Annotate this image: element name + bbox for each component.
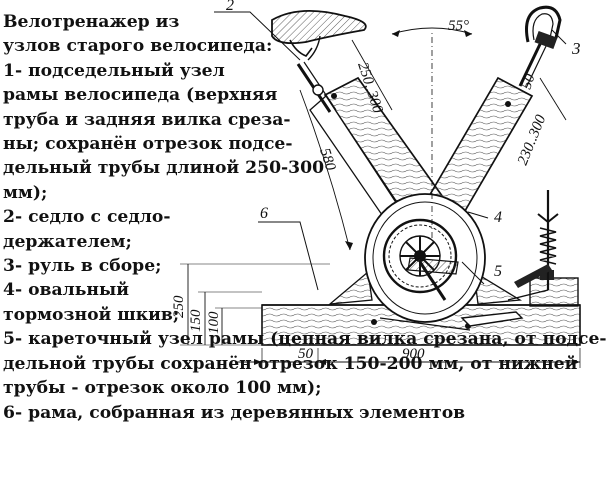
dim-angle-55: 55° [448, 18, 469, 34]
chainring [382, 218, 458, 294]
caption-line: мм); [3, 182, 48, 203]
caption-line: труба и задняя вилка среза- [3, 109, 291, 130]
part-label-2: 2 [226, 0, 234, 14]
saddle [271, 9, 367, 61]
dim-580: 580 [316, 146, 338, 173]
arc-dimension-580: 580 [299, 89, 353, 251]
caption-line: 6- рама, собранная из деревянных элемент… [3, 402, 466, 423]
dim-250: 250 [171, 295, 187, 318]
handlebar [525, 5, 562, 50]
legend-caption: Велотренажер из узлов старого велосипеда… [3, 10, 607, 425]
part-label-3: 3 [571, 39, 581, 58]
part-label-5: 5 [494, 263, 502, 280]
dim-50: 50 [519, 72, 539, 92]
part-leaders [214, 11, 567, 291]
caption-line: тормозной шкив; [3, 304, 180, 325]
length-dimensions: 50 900 [236, 346, 581, 368]
brake-lever [460, 289, 549, 327]
caption-line: дельной трубы сохранён отрезок 150-200 м… [3, 353, 578, 374]
dim-50-base: 50 [298, 346, 314, 362]
caption-line: 1- подседельный узел [3, 60, 225, 81]
caption-line: держателем; [3, 231, 132, 252]
dim-100: 100 [206, 311, 222, 334]
caption-line: 4- овальный [3, 280, 129, 301]
part-label-6: 6 [260, 205, 268, 222]
angle-dimension: 55° [391, 18, 473, 238]
height-dimensions: 250 150 100 [171, 263, 330, 346]
caption-line: дельный трубы длиной 250-300 [3, 158, 325, 179]
caption-line: ны; сохранён отрезок подсе- [3, 134, 293, 155]
caption-line: 2- седло с седло- [3, 207, 171, 228]
caption-line: 5- кареточный узел рамы (цепная вилка ср… [3, 329, 607, 350]
caption-line: рамы велосипеда (верхняя [3, 85, 278, 106]
dim-900: 900 [402, 346, 425, 362]
caption-line: Велотренажер из [3, 12, 180, 32]
caption-line: узлов старого велосипеда: [3, 36, 273, 57]
bottom-bracket [371, 257, 471, 331]
caption-line: трубы - отрезок около 100 мм); [3, 378, 322, 399]
rear-support-block [529, 270, 579, 307]
tension-screw [514, 190, 559, 290]
tension-spring [539, 227, 557, 265]
dim-150: 150 [188, 309, 204, 332]
caption-line: 3- руль в сборе; [3, 256, 162, 277]
part-label-4: 4 [494, 209, 502, 226]
